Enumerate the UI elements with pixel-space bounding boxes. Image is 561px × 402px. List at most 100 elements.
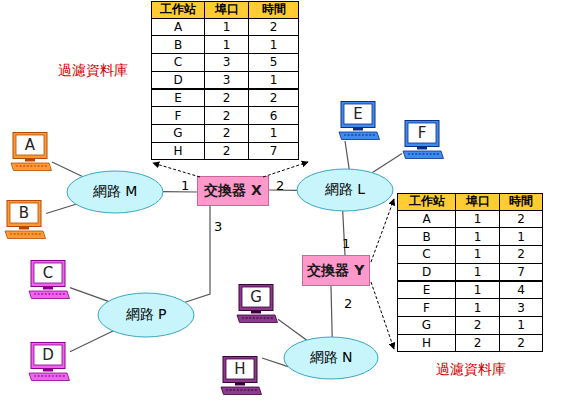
connector-line	[46, 204, 76, 213]
connector-line	[70, 331, 113, 352]
workstation-icon: F	[402, 120, 444, 160]
keyboard-key	[17, 233, 19, 234]
keyboard-key	[344, 134, 346, 135]
monitor-screen	[34, 263, 62, 283]
connector-line	[331, 286, 332, 337]
keyboard	[29, 291, 70, 299]
keyboard-key	[27, 165, 29, 166]
workstation-letter: F	[408, 123, 436, 143]
table-cell: 5	[248, 53, 299, 72]
table-cell: 1	[455, 210, 500, 229]
keyboard-key	[38, 165, 40, 166]
workstation-letter: A	[16, 135, 44, 155]
workstation-letter: B	[10, 203, 38, 223]
keyboard-key	[226, 389, 228, 390]
monitor-frame	[31, 343, 65, 369]
monitor-stand	[235, 383, 245, 386]
monitor-screen	[10, 203, 38, 223]
port-number: 2	[276, 178, 284, 193]
table-header-cell: 時間	[499, 193, 543, 211]
keyboard-key	[63, 375, 65, 376]
keyboard-key	[45, 293, 47, 294]
keyboard-key	[39, 233, 41, 234]
keyboard-key	[48, 375, 50, 376]
switch-name: 交換器 X	[198, 177, 268, 205]
connector-line	[345, 141, 349, 169]
table-cell: B	[397, 227, 456, 246]
table-cell: 2	[204, 106, 249, 125]
keyboard-key	[34, 293, 36, 294]
keyboard	[237, 315, 278, 323]
switch-box: 交換器 X	[197, 176, 269, 206]
port-number: 1	[342, 236, 350, 251]
keyboard-key	[38, 375, 40, 376]
network-name: 網路 M	[66, 170, 164, 214]
monitor-frame	[13, 133, 47, 159]
table-cell: 2	[455, 316, 500, 335]
workstation-icon: A	[10, 132, 52, 172]
monitor-stand	[251, 311, 261, 314]
network-name: 網路 P	[97, 292, 195, 338]
workstation-icon: E	[338, 101, 380, 141]
keyboard-key	[45, 375, 47, 376]
keyboard-key	[253, 317, 255, 318]
keyboard-key	[430, 153, 432, 154]
keyboard-key	[28, 233, 30, 234]
monitor-frame	[405, 121, 439, 147]
filter-table: 工作站埠口時間A12B11C12D17E14F13G21H22	[397, 193, 543, 352]
keyboard	[5, 231, 46, 239]
network-ellipse: 網路 L	[296, 168, 394, 212]
keyboard-key	[14, 233, 16, 234]
keyboard-key	[348, 134, 350, 135]
network-ellipse: 網路 M	[66, 170, 164, 214]
connector-line	[52, 162, 83, 177]
leader-line	[153, 163, 200, 177]
filter-table: 工作站埠口時間A12B11C35D31E22F26G21H27	[151, 1, 299, 160]
monitor-stand	[417, 147, 427, 150]
connector-line	[163, 191, 197, 193]
keyboard-key	[355, 134, 357, 135]
network-ellipse: 網路 P	[97, 292, 195, 338]
keyboard-key	[41, 293, 43, 294]
ellipse-shape	[284, 337, 378, 379]
keyboard-key	[48, 293, 50, 294]
monitor-frame	[239, 285, 273, 311]
table-cell: H	[151, 142, 205, 161]
table-cell: 2	[499, 210, 543, 229]
keyboard	[221, 387, 262, 395]
table-cell: D	[151, 71, 205, 90]
keyboard-key	[373, 134, 375, 135]
keyboard-key	[59, 375, 61, 376]
keyboard-key	[351, 134, 353, 135]
switch-name: 交換器 Y	[303, 256, 369, 285]
keyboard-key	[246, 317, 248, 318]
table-cell: A	[151, 18, 205, 37]
monitor-frame	[31, 261, 65, 287]
table-cell: B	[151, 35, 205, 54]
table-cell: 6	[248, 106, 299, 125]
table-cell: G	[151, 124, 205, 143]
keyboard-key	[358, 134, 360, 135]
keyboard-key	[271, 317, 273, 318]
keyboard-key	[256, 317, 258, 318]
table-cell: E	[151, 89, 205, 108]
table-header-cell: 時間	[248, 1, 299, 19]
table-cell: 1	[455, 227, 500, 246]
keyboard-key	[41, 375, 43, 376]
monitor-stand	[43, 369, 53, 372]
workstation-letter: G	[242, 287, 270, 307]
keyboard-key	[56, 293, 58, 294]
workstation-icon: H	[220, 356, 262, 396]
keyboard-key	[59, 293, 61, 294]
ellipse-shape	[98, 293, 194, 337]
leader-line	[371, 199, 394, 262]
connector-line	[278, 319, 307, 340]
table-cell: C	[151, 53, 205, 72]
keyboard-key	[422, 153, 424, 154]
table-cell: G	[397, 316, 456, 335]
keyboard-key	[230, 389, 232, 390]
connector-line	[70, 288, 108, 302]
monitor-screen	[16, 135, 44, 155]
connector-line	[372, 154, 402, 173]
